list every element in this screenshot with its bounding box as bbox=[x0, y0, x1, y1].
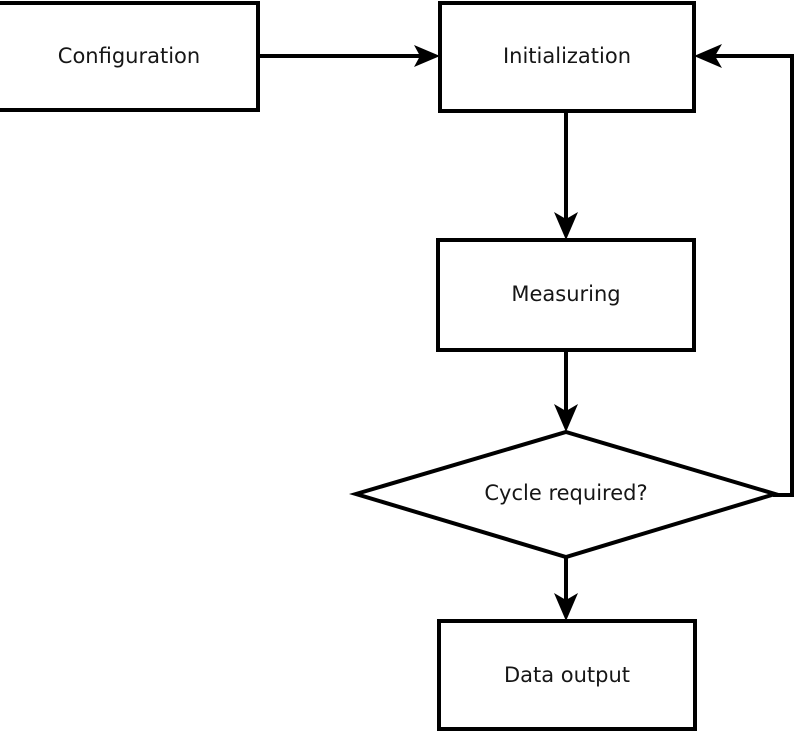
arrowhead-icon bbox=[554, 404, 578, 432]
node-data-output-shape[interactable] bbox=[437, 619, 697, 731]
node-cycle-required-label: Cycle required? bbox=[484, 481, 647, 505]
arrowhead-icon bbox=[414, 45, 440, 67]
edge-cycle-required-to-data-output bbox=[554, 557, 578, 621]
node-cycle-required[interactable]: Cycle required? bbox=[348, 429, 782, 560]
arrowhead-icon bbox=[694, 44, 722, 68]
node-configuration[interactable]: Configuration bbox=[0, 1, 260, 112]
edge-measuring-to-cycle-required bbox=[554, 350, 578, 432]
node-initialization[interactable]: Initialization bbox=[438, 1, 696, 113]
arrowhead-icon bbox=[554, 593, 578, 621]
node-data-output-label: Data output bbox=[504, 663, 630, 687]
node-measuring-shape[interactable] bbox=[436, 238, 696, 352]
edge-configuration-to-initialization bbox=[258, 45, 440, 67]
node-measuring-label: Measuring bbox=[511, 282, 620, 306]
arrowhead-icon bbox=[554, 212, 578, 240]
node-data-output[interactable]: Data output bbox=[437, 619, 697, 731]
node-initialization-label: Initialization bbox=[503, 44, 631, 68]
node-configuration-shape[interactable] bbox=[0, 1, 260, 112]
edge-cycle-required-to-initialization-feedback bbox=[694, 44, 794, 497]
node-measuring[interactable]: Measuring bbox=[436, 238, 696, 352]
node-configuration-label: Configuration bbox=[58, 44, 200, 68]
node-cycle-required-shape[interactable] bbox=[348, 429, 782, 560]
edge-initialization-to-measuring bbox=[554, 111, 578, 240]
edge-line bbox=[705, 54, 794, 497]
node-initialization-shape[interactable] bbox=[438, 1, 696, 113]
